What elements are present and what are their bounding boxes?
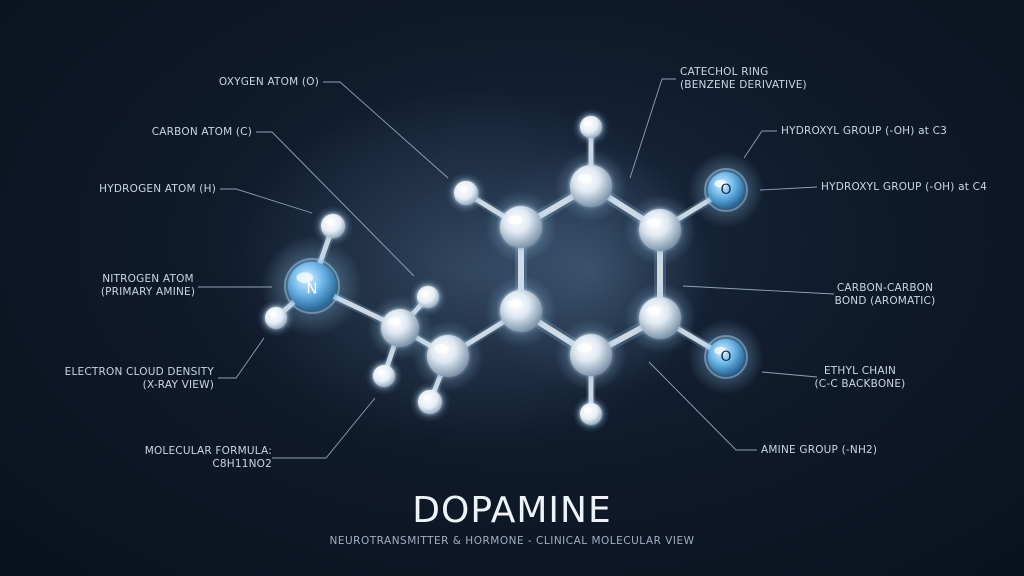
atom-hydrogen-h6 (454, 181, 478, 205)
label-carbon-atom: CARBON ATOM (C) (151, 126, 252, 138)
atom-highlight-ca (434, 344, 450, 354)
atom-highlight-h6 (458, 186, 467, 192)
atoms (265, 116, 748, 425)
label-hydroxyl-c3: HYDROXYL GROUP (-OH) at C3 (781, 125, 948, 137)
atom-carbon-c4 (570, 334, 612, 376)
leader-catechol-ring (629, 78, 676, 179)
atom-hydrogen-h1 (580, 116, 602, 138)
atom-carbon-cb (381, 309, 419, 347)
atom-hydrogen-ha1 (418, 390, 442, 414)
label-nitrogen-atom: NITROGEN ATOM(PRIMARY AMINE) (100, 273, 196, 298)
label-oxygen-atom: OXYGEN ATOM (O) (218, 76, 319, 88)
leader-carbon-atom (256, 131, 415, 277)
page-title: DOPAMINE (412, 490, 612, 531)
atom-highlight-h4 (583, 407, 592, 413)
atom-highlight-cb (387, 317, 401, 326)
oxygen-symbol-c3: O (720, 182, 731, 198)
atom-highlight-c5 (507, 299, 523, 309)
atom-highlight-hb1 (420, 290, 429, 296)
leader-amine-group (648, 361, 757, 451)
page-subtitle: NEUROTRANSMITTER & HORMONE - CLINICAL MO… (329, 535, 695, 547)
leader-hydroxyl-c3 (743, 130, 777, 159)
atom-hydrogen-hb1 (417, 286, 439, 308)
atom-hydrogen-hn2 (265, 307, 287, 329)
atom-hydrogen-hn1 (321, 214, 345, 238)
atom-highlight-h1 (583, 120, 592, 126)
leader-ethyl-chain (761, 371, 818, 378)
atom-carbon-c1 (570, 165, 612, 207)
atom-hydrogen-h4 (580, 403, 602, 425)
atom-highlight-hn2 (268, 311, 277, 317)
atom-carbon-c6 (500, 206, 542, 248)
atom-highlight-c1 (577, 174, 593, 184)
atom-highlight-c4 (577, 343, 593, 353)
atom-highlight-hn1 (325, 219, 334, 225)
leader-electron-cloud (218, 337, 265, 379)
atom-carbon-ca (427, 335, 469, 377)
atom-highlight-o3 (714, 179, 727, 188)
leader-oxygen-atom (323, 81, 449, 179)
atom-carbon-c3 (639, 297, 681, 339)
label-ethyl-chain: ETHYL CHAIN(C-C BACKBONE) (814, 365, 906, 390)
atom-highlight-hb2 (376, 369, 385, 375)
atom-highlight-c2 (646, 218, 662, 228)
label-hydrogen-atom: HYDROGEN ATOM (H) (99, 183, 216, 195)
atom-highlight-o4 (714, 346, 727, 355)
label-amine-group: AMINE GROUP (-NH2) (761, 444, 878, 456)
leader-lines (198, 78, 835, 459)
atom-highlight-ha1 (422, 395, 431, 401)
atom-highlight-n (296, 272, 314, 283)
oxygen-symbol-c4: O (720, 349, 731, 365)
atom-ring-o4 (704, 335, 748, 379)
nitrogen-symbol: N (306, 280, 317, 298)
atom-hydrogen-hb2 (373, 365, 395, 387)
label-hydroxyl-c4: HYDROXYL GROUP (-OH) at C4 (821, 181, 988, 193)
label-molecular-formula: MOLECULAR FORMULA:C8H11NO2 (144, 445, 272, 470)
atom-ring-n (284, 258, 340, 314)
atom-carbon-c2 (639, 209, 681, 251)
atom-ring-o3 (704, 168, 748, 212)
leader-hydroxyl-c4 (759, 186, 818, 191)
label-catechol-ring: CATECHOL RING(BENZENE DERIVATIVE) (680, 66, 807, 91)
atom-highlight-c3 (646, 306, 662, 316)
atom-carbon-c5 (500, 290, 542, 332)
leader-hydrogen-atom (220, 188, 313, 214)
leader-molecular-formula (272, 397, 376, 459)
leader-carbon-bond (682, 285, 835, 295)
label-electron-cloud: ELECTRON CLOUD DENSITY(X-RAY VIEW) (64, 366, 214, 391)
atom-highlight-c6 (507, 215, 523, 225)
